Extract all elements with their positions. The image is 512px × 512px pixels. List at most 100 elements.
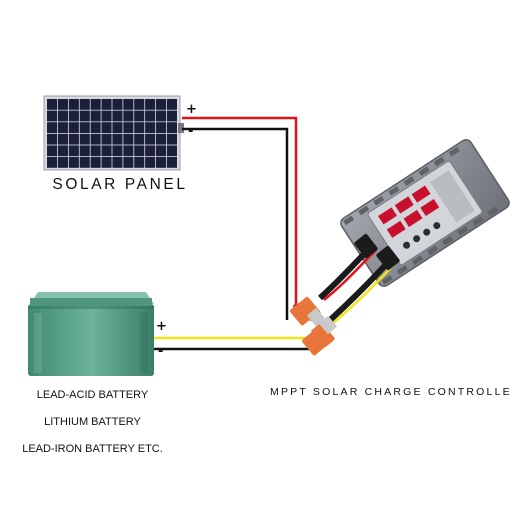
heatsink-fin — [418, 166, 430, 177]
solar-cell — [134, 110, 145, 122]
solar-cell — [90, 145, 101, 157]
solar-cell — [166, 157, 177, 168]
solar-cell — [112, 145, 123, 157]
solar-cell — [79, 157, 90, 168]
solar-cell — [101, 99, 112, 110]
battery-icon — [28, 292, 154, 376]
battery-positive-wire — [154, 336, 312, 346]
solar-cell — [123, 133, 134, 145]
heatsink-fin — [343, 215, 355, 226]
heatsink-fin — [373, 195, 385, 206]
panel-negative-wire — [182, 127, 289, 320]
heatsink-fins — [343, 146, 499, 285]
panel-positive-wire — [182, 116, 298, 308]
control-buttons — [403, 222, 441, 249]
solar-cell — [112, 99, 123, 110]
solar-cell — [145, 145, 156, 157]
solar-cell — [123, 99, 134, 110]
solar-cell — [156, 133, 167, 145]
solar-cell — [90, 157, 101, 168]
solar-cell — [90, 122, 101, 133]
solar-cell — [145, 99, 156, 110]
solar-cell — [47, 110, 58, 122]
solar-cell — [79, 99, 90, 110]
solar-cell — [90, 133, 101, 145]
solar-cell — [166, 133, 177, 145]
solar-cell — [123, 122, 134, 133]
solar-cell — [156, 99, 167, 110]
solar-cell — [57, 99, 68, 110]
display-segments — [378, 185, 440, 238]
solar-cell — [166, 110, 177, 122]
solar-cell — [57, 133, 68, 145]
heatsink-fin — [403, 176, 415, 186]
solar-cell — [156, 145, 167, 157]
controller-cables — [317, 234, 400, 325]
solar-cell — [112, 157, 123, 168]
solar-cell — [134, 99, 145, 110]
solar-cell — [47, 133, 58, 145]
solar-cell — [166, 99, 177, 110]
connectors — [290, 296, 337, 356]
heatsink-fin — [448, 146, 460, 157]
solar-cell — [68, 133, 79, 145]
solar-cell — [123, 145, 134, 157]
solar-cell — [134, 157, 145, 168]
solar-cell — [47, 145, 58, 157]
solar-cell — [68, 145, 79, 157]
solar-cell — [112, 110, 123, 122]
battery-type-label: LEAD-IRON BATTERY ETC. — [22, 443, 163, 455]
heatsink-fin — [388, 186, 400, 196]
heatsink-fin — [472, 216, 484, 226]
solar-cell — [134, 122, 145, 133]
solar-cell — [68, 157, 79, 168]
heatsink-fin — [457, 225, 469, 236]
solar-panel-label: SOLAR PANEL — [52, 176, 188, 193]
solar-cell — [47, 157, 58, 168]
solar-cell — [112, 133, 123, 145]
solar-cell — [101, 110, 112, 122]
solar-cell — [79, 145, 90, 157]
solar-cell — [90, 110, 101, 122]
solar-cell — [90, 99, 101, 110]
solar-cell — [57, 110, 68, 122]
panel-cells — [47, 99, 177, 168]
solar-cell — [166, 122, 177, 133]
solar-cell — [112, 122, 123, 133]
solar-cell — [145, 110, 156, 122]
solar-cell — [57, 157, 68, 168]
solar-cell — [79, 133, 90, 145]
battery-type-label: LITHIUM BATTERY — [44, 416, 141, 428]
solar-cell — [57, 145, 68, 157]
heatsink-fin — [433, 156, 445, 167]
heatsink-fin — [427, 245, 439, 256]
solar-cell — [123, 110, 134, 122]
solar-cell — [145, 157, 156, 168]
heatsink-fin — [487, 206, 499, 217]
solar-cell — [145, 122, 156, 133]
battery-wires — [154, 336, 318, 351]
solar-cell — [68, 99, 79, 110]
solar-panel-icon — [43, 95, 184, 171]
solar-cell — [166, 145, 177, 157]
solar-cell — [156, 122, 167, 133]
solar-cell — [145, 133, 156, 145]
heatsink-fin — [358, 205, 370, 216]
solar-cell — [47, 99, 58, 110]
panel-positive-mark: + — [186, 102, 197, 117]
panel-negative-mark: - — [188, 124, 194, 139]
solar-cell — [68, 110, 79, 122]
controller-label: MPPT SOLAR CHARGE CONTROLLER — [270, 386, 512, 398]
solar-cell — [101, 122, 112, 133]
battery-negative-mark: - — [158, 344, 164, 359]
panel-wires — [182, 116, 299, 320]
solar-cell — [101, 133, 112, 145]
battery-type-label: LEAD-ACID BATTERY — [36, 389, 149, 401]
solar-cell — [79, 110, 90, 122]
charge-controller-icon — [340, 139, 510, 287]
solar-cell — [156, 157, 167, 168]
solar-cell — [134, 133, 145, 145]
solar-cell — [156, 110, 167, 122]
battery-positive-mark: + — [156, 319, 167, 334]
